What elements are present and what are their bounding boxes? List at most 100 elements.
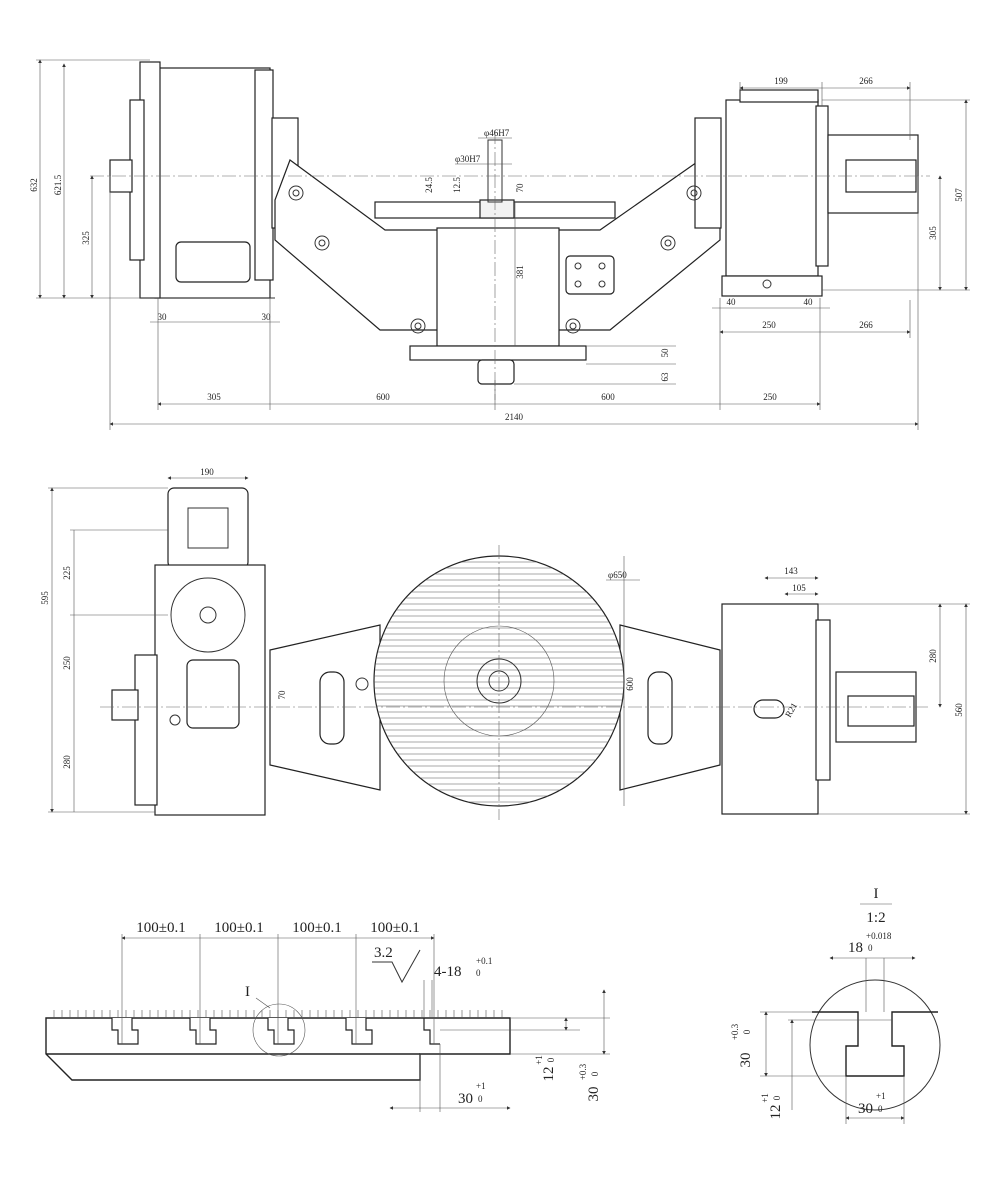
dim-250: 250 — [763, 392, 777, 402]
right-yoke-plate — [694, 117, 722, 229]
bolt — [660, 235, 676, 251]
right-tailstock-top — [739, 89, 819, 103]
detail-top-lower: 0 — [868, 943, 873, 953]
detail-left-12: 12 — [768, 1105, 784, 1120]
table-center-boss — [479, 199, 515, 219]
detail-bottom-upper: +1 — [876, 1091, 886, 1101]
dim-30-right: 30 — [262, 312, 272, 322]
t-slot — [345, 1018, 373, 1045]
dim-50: 50 — [660, 348, 670, 358]
headstock-cover — [186, 659, 240, 729]
dim-70-center: 70 — [515, 183, 525, 193]
right-arm-slot — [647, 671, 673, 745]
detail-scale: 1:2 — [866, 910, 885, 926]
dim-600-left: 600 — [376, 392, 390, 402]
vdim-12-upper: +1 — [534, 1055, 544, 1065]
dim-143: 143 — [784, 566, 798, 576]
dim-507: 507 — [954, 188, 964, 202]
detail-top-dim: 18 — [848, 940, 863, 956]
detail-bottom-30: 30 — [858, 1101, 873, 1117]
dim-280-right: 280 — [928, 649, 938, 663]
dim-600-right: 600 — [601, 392, 615, 402]
dim-30-left: 30 — [158, 312, 168, 322]
detail-left-30: 30 — [738, 1053, 754, 1068]
vdim-12: 12 — [541, 1067, 557, 1082]
hdim-30-upper: +1 — [476, 1081, 486, 1091]
dim-632: 632 — [29, 178, 39, 192]
dim-70-arm: 70 — [277, 690, 287, 700]
front-view — [90, 61, 930, 400]
right-tailstock-body — [725, 99, 819, 277]
right-tailstock-foot — [721, 275, 823, 297]
table-motor — [477, 359, 515, 385]
t-slot — [423, 1018, 440, 1045]
dim-12-5: 12.5 — [452, 177, 462, 193]
detail-title: I — [874, 886, 879, 902]
dim-40-left: 40 — [727, 297, 737, 307]
dim-595: 595 — [40, 591, 50, 605]
headstock-flange-circle — [170, 577, 246, 653]
right-flange-top — [815, 619, 831, 781]
dim-2140: 2140 — [505, 412, 524, 422]
left-arm-slot — [319, 671, 345, 745]
dim-305-right: 305 — [928, 226, 938, 240]
dim-40-right: 40 — [804, 297, 814, 307]
bolt — [288, 185, 304, 201]
detail-outline — [809, 979, 941, 1111]
left-housing-side — [254, 69, 274, 281]
dim-280-left: 280 — [62, 755, 72, 769]
vdim-12-lower: 0 — [546, 1057, 556, 1062]
headstock-knob — [111, 689, 139, 721]
hdim-30-lower: 0 — [478, 1094, 483, 1104]
slot-width-tol-upper: +0.1 — [476, 956, 492, 966]
detail-top-upper: +0.018 — [866, 931, 892, 941]
detail-slot-profile — [812, 1011, 938, 1077]
bolt — [565, 318, 581, 334]
vdim-30-upper: +0.3 — [578, 1063, 588, 1080]
dim-560: 560 — [954, 703, 964, 717]
dim-24-5: 24.5 — [424, 177, 434, 193]
top-view-dimensions: 190 595 225 250 280 φ650 600 70 143 105 … — [40, 467, 970, 815]
detail-i: I 1:2 18 +0.018 0 30 +0.3 0 12 +1 0 30 +… — [730, 886, 941, 1124]
pitch-2: 100±0.1 — [214, 920, 263, 936]
detail-left-12-lower: 0 — [772, 1095, 782, 1100]
dim-250-right: 250 — [762, 320, 776, 330]
dim-266-lower: 266 — [859, 320, 873, 330]
pitch-3: 100±0.1 — [292, 920, 341, 936]
dim-199: 199 — [774, 76, 788, 86]
fit-phi46h7: φ46H7 — [484, 128, 510, 138]
front-view-dimensions: 632 621.5 325 30 30 305 600 600 250 2140… — [29, 59, 970, 430]
bolt — [686, 185, 702, 201]
dim-phi650: φ650 — [608, 570, 627, 580]
bolt — [314, 235, 330, 251]
pillar-window — [565, 255, 615, 295]
vdim-30-lower: 0 — [590, 1071, 600, 1076]
fit-phi30h7: φ30H7 — [455, 154, 481, 164]
pitch-1: 100±0.1 — [136, 920, 185, 936]
slot-width-4-18: 4-18 — [434, 964, 462, 980]
headstock-motor-plate — [134, 654, 158, 806]
dim-266-top: 266 — [859, 76, 873, 86]
dim-600-table: 600 — [625, 677, 635, 691]
dim-250-top: 250 — [62, 656, 72, 670]
right-oval-slot — [753, 699, 785, 719]
right-motor-cover-top — [847, 695, 915, 727]
detail-left-30-lower: 0 — [742, 1029, 752, 1034]
dim-381: 381 — [515, 265, 525, 279]
detail-circle-i — [252, 1003, 306, 1057]
dim-621-5: 621.5 — [53, 174, 63, 195]
dim-305: 305 — [207, 392, 221, 402]
right-tailstock-flange — [815, 105, 829, 267]
detail-marker-i: I — [245, 984, 250, 1000]
t-slot — [267, 1018, 295, 1045]
t-slot — [189, 1018, 217, 1045]
dim-105: 105 — [792, 583, 806, 593]
top-view — [100, 487, 930, 820]
motor-box — [167, 487, 249, 569]
left-housing-window — [175, 241, 251, 283]
slot-width-tol-lower: 0 — [476, 968, 481, 978]
bolt — [410, 318, 426, 334]
roughness-symbol — [372, 949, 421, 984]
roughness-3-2: 3.2 — [374, 945, 393, 961]
